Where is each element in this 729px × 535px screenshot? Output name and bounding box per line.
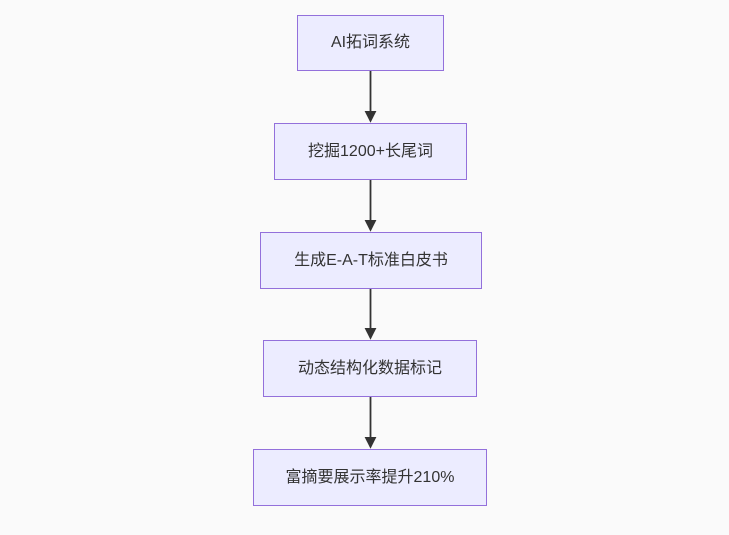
node-label: 富摘要展示率提升210% [285, 468, 455, 486]
node-label: 生成E-A-T标准白皮书 [294, 251, 448, 269]
flowchart-node-mine-longtail-keywords: 挖掘1200+长尾词 [274, 123, 467, 180]
flowchart-node-dynamic-structured-data: 动态结构化数据标记 [263, 340, 477, 397]
flowchart-node-rich-snippet-rate: 富摘要展示率提升210% [253, 449, 487, 506]
node-label: 挖掘1200+长尾词 [308, 142, 433, 160]
node-label: AI拓词系统 [330, 34, 411, 52]
node-label: 动态结构化数据标记 [297, 359, 442, 377]
flowchart-node-ai-word-expansion: AI拓词系统 [297, 15, 444, 71]
flowchart-node-generate-eat-whitepaper: 生成E-A-T标准白皮书 [260, 232, 482, 289]
